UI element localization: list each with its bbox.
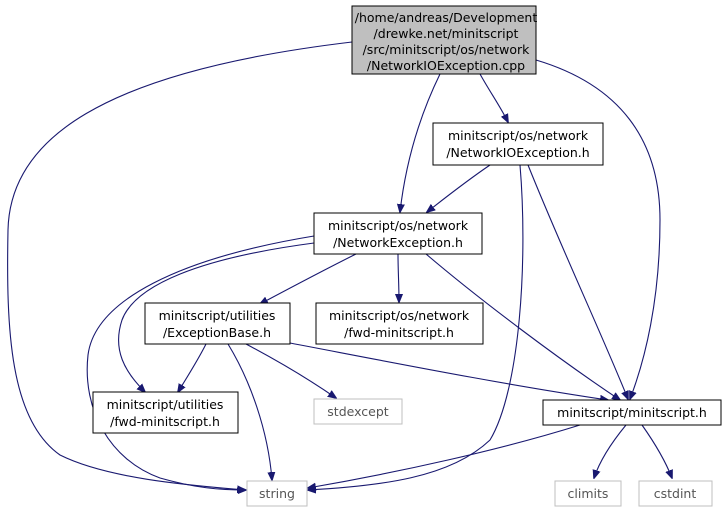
node-label-line: /fwd-minitscript.h <box>344 325 454 340</box>
edge-root-to-minitscript-h <box>535 59 661 399</box>
node-label-line: /NetworkIOException.cpp <box>367 58 525 73</box>
node-label-line: /fwd-minitscript.h <box>110 414 220 429</box>
node-label-line: minitscript/utilities <box>159 308 276 323</box>
node-label-line: /NetworkIOException.h <box>446 145 589 160</box>
node-label-line: climits <box>568 486 609 501</box>
node-label-line: /drewke.net/minitscript <box>374 26 519 41</box>
node-utilities-fwd-minitscript-h[interactable]: minitscript/utilities /fwd-minitscript.h <box>92 391 239 434</box>
edge-minitscript-to-climits <box>594 424 627 478</box>
nodes: /home/andreas/Development /drewke.net/mi… <box>92 5 722 507</box>
edge-minitscript-to-string <box>308 424 581 488</box>
node-label-line: stdexcept <box>327 404 388 419</box>
node-networkioexception-cpp[interactable]: /home/andreas/Development /drewke.net/mi… <box>351 5 538 75</box>
edge-networkioexception-to-minitscript-h <box>527 164 628 399</box>
node-label-line: minitscript/os/network <box>328 218 469 233</box>
edge-root-to-networkioexception-h <box>479 73 508 122</box>
edge-networkioexception-to-string <box>308 164 524 490</box>
edge-networkexception-to-util-fwd <box>118 242 315 392</box>
node-string[interactable]: string <box>246 480 308 507</box>
edge-minitscript-to-cstdint <box>641 424 672 478</box>
node-networkexception-h[interactable]: minitscript/os/network /NetworkException… <box>313 212 483 255</box>
node-label-line: cstdint <box>654 486 697 501</box>
node-exceptionbase-h[interactable]: minitscript/utilities /ExceptionBase.h <box>144 302 291 345</box>
edge-exceptionbase-to-util-fwd <box>178 343 207 392</box>
edge-networkexception-to-os-fwd <box>398 253 399 302</box>
node-networkioexception-h[interactable]: minitscript/os/network /NetworkIOExcepti… <box>432 122 604 166</box>
node-label-line: /NetworkException.h <box>333 235 463 250</box>
node-label-line: minitscript/os/network <box>329 308 470 323</box>
node-stdexcept[interactable]: stdexcept <box>313 398 403 425</box>
node-label-line: /home/andreas/Development <box>355 10 538 25</box>
node-label-line: /ExceptionBase.h <box>163 325 271 340</box>
node-label-line: minitscript/os/network <box>448 128 589 143</box>
edge-root-to-string <box>7 41 353 490</box>
node-os-network-fwd-minitscript-h[interactable]: minitscript/os/network /fwd-minitscript.… <box>315 302 484 345</box>
node-label-line: minitscript/minitscript.h <box>557 405 707 420</box>
edge-exceptionbase-to-string <box>227 343 272 480</box>
edge-networkexception-to-string <box>86 235 315 490</box>
edge-exceptionbase-to-stdexcept <box>245 343 336 398</box>
node-cstdint[interactable]: cstdint <box>638 480 713 507</box>
edges <box>7 41 672 490</box>
node-label-line: minitscript/utilities <box>107 397 224 412</box>
node-minitscript-h[interactable]: minitscript/minitscript.h <box>542 399 722 426</box>
edge-networkexception-to-exceptionbase <box>260 253 357 304</box>
edge-networkexception-to-minitscript-h <box>425 253 620 400</box>
edge-exceptionbase-to-minitscript-h <box>289 342 608 400</box>
node-label-line: string <box>259 486 295 501</box>
edge-networkioexception-to-networkexception <box>427 164 491 212</box>
node-climits[interactable]: climits <box>554 480 622 507</box>
edge-root-to-networkexception-h <box>400 73 441 212</box>
node-label-line: /src/minitscript/os/network <box>363 42 531 57</box>
